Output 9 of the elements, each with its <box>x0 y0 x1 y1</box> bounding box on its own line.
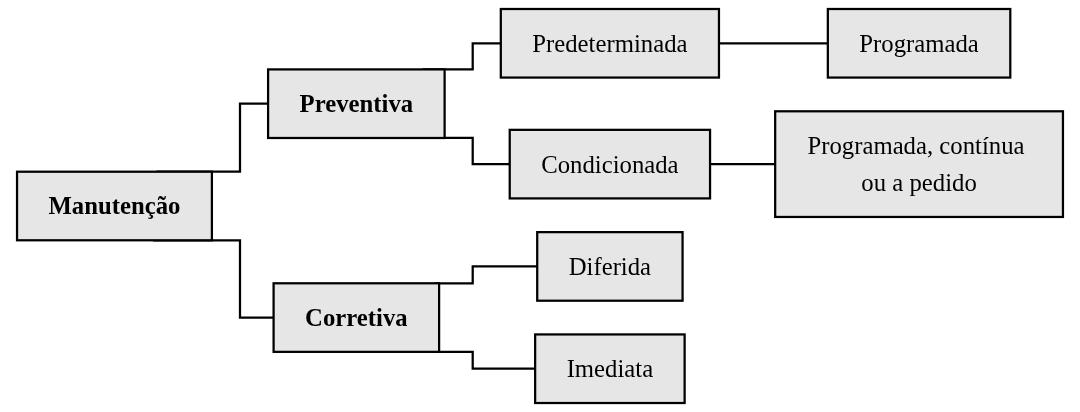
node-box: Predeterminada <box>499 7 721 79</box>
node-box: Imediata <box>534 333 686 405</box>
node-box: Programada <box>826 7 1012 79</box>
node-box: Preventiva <box>266 68 446 140</box>
node-box: Diferida <box>536 231 684 302</box>
node-box: Corretiva <box>272 282 441 353</box>
node-box: Programada, contínua ou a pedido <box>774 110 1065 219</box>
node-box: Condicionada <box>508 128 712 200</box>
node-box: Manutenção <box>15 170 213 242</box>
